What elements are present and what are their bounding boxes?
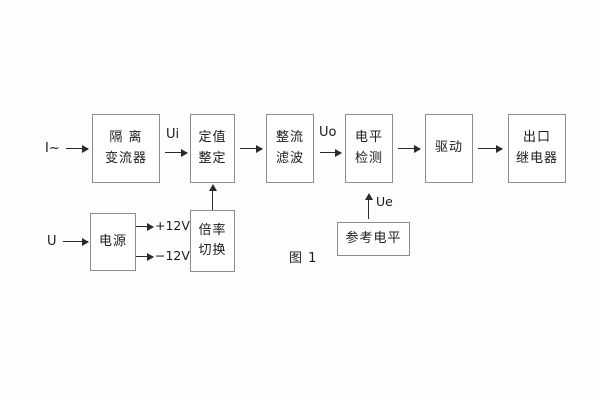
block-rectify-filter-line2: 滤波 xyxy=(275,150,304,166)
arrow-isolation-to-setting xyxy=(165,148,188,157)
block-ratio-switch-line1: 倍率 xyxy=(198,222,227,238)
label-rail-positive: +12V xyxy=(155,218,190,233)
block-rectify-filter-line1: 整流 xyxy=(275,130,304,146)
figure-caption: 图 1 xyxy=(289,251,318,266)
block-reference-level: 参考电平 xyxy=(337,222,410,256)
label-ui: Ui xyxy=(166,127,180,142)
arrow-rail-positive xyxy=(136,222,154,231)
block-setting-value-line1: 定值 xyxy=(198,130,227,146)
block-output-relay: 出口 继电器 xyxy=(508,114,566,183)
arrow-ratio-to-setting xyxy=(208,184,217,210)
block-level-detect-line1: 电平 xyxy=(354,130,383,146)
block-drive-line1: 驱动 xyxy=(434,140,463,156)
block-output-relay-line2: 继电器 xyxy=(515,150,558,166)
label-uo: Uo xyxy=(319,125,337,140)
block-reference-level-line1: 参考电平 xyxy=(345,230,402,246)
block-ratio-switch: 倍率 切换 xyxy=(190,210,235,272)
block-isolation-ct-line1: 隔 离 xyxy=(109,130,143,146)
arrow-level-to-drive xyxy=(398,144,421,153)
arrow-reference-to-level xyxy=(364,193,373,219)
block-power-supply: 电源 xyxy=(90,213,136,271)
block-output-relay-line1: 出口 xyxy=(522,130,551,146)
block-isolation-ct: 隔 离 变流器 xyxy=(92,114,160,183)
label-ue: Ue xyxy=(376,194,393,209)
block-power-supply-line1: 电源 xyxy=(98,233,127,249)
block-rectify-filter: 整流 滤波 xyxy=(266,114,314,183)
arrow-voltage-to-power xyxy=(63,237,89,246)
arrow-drive-to-relay xyxy=(478,144,503,153)
label-rail-negative: −12V xyxy=(155,248,190,263)
block-level-detect-line2: 检测 xyxy=(354,150,383,166)
block-setting-value-line2: 整定 xyxy=(198,150,227,166)
block-drive: 驱动 xyxy=(425,114,473,183)
label-voltage-input: U xyxy=(47,234,57,249)
arrow-current-to-isolation xyxy=(66,144,89,153)
arrow-setting-to-rectify xyxy=(240,144,263,153)
label-current-input: I~ xyxy=(45,141,60,156)
arrow-rail-negative xyxy=(136,252,154,261)
block-setting-value: 定值 整定 xyxy=(190,114,235,183)
block-isolation-ct-line2: 变流器 xyxy=(104,150,147,166)
arrow-rectify-to-level xyxy=(320,148,342,157)
block-ratio-switch-line2: 切换 xyxy=(198,243,227,258)
block-level-detect: 电平 检测 xyxy=(345,114,393,183)
